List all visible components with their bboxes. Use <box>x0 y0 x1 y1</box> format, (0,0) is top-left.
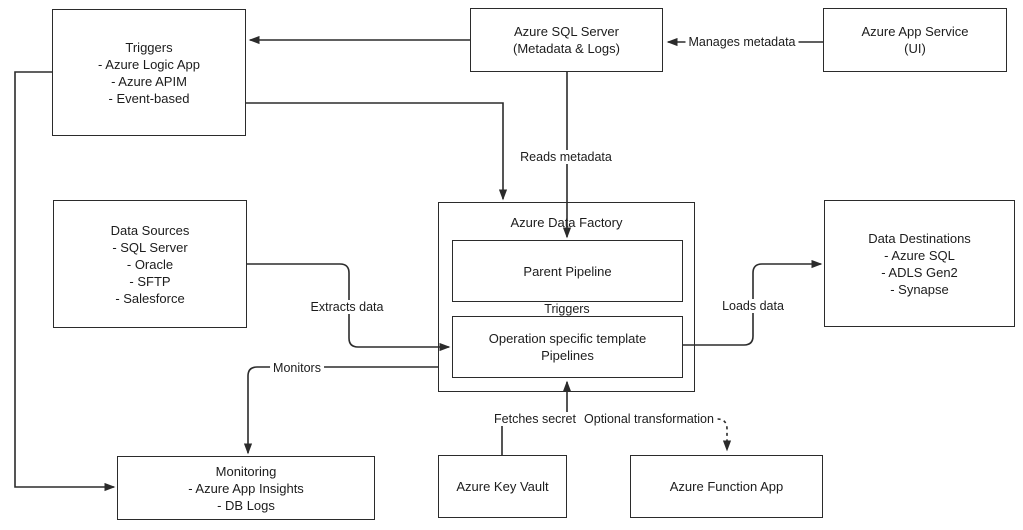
node-triggers: Triggers - Azure Logic App - Azure APIM … <box>52 9 246 136</box>
node-data-destinations-item: - ADLS Gen2 <box>881 264 958 280</box>
node-azure-sql-server: Azure SQL Server (Metadata & Logs) <box>470 8 663 72</box>
node-monitoring: Monitoring - Azure App Insights - DB Log… <box>117 456 375 520</box>
edge-label-optional-transformation: Optional transformation <box>581 412 717 426</box>
node-monitoring-item: - DB Logs <box>217 497 275 513</box>
node-data-destinations-item: - Azure SQL <box>884 247 955 263</box>
node-data-sources-title: Data Sources <box>110 222 190 238</box>
node-data-sources-item: - SQL Server <box>112 239 188 255</box>
node-azure-sql-server-title: Azure SQL Server <box>513 24 619 39</box>
node-azure-key-vault-title: Azure Key Vault <box>456 479 549 494</box>
edge-label-monitors: Monitors <box>270 361 324 375</box>
node-triggers-item: - Azure APIM <box>111 73 187 89</box>
node-azure-data-factory-title: Azure Data Factory <box>510 215 623 230</box>
node-azure-function-app: Azure Function App <box>630 455 823 518</box>
node-azure-app-service-title: Azure App Service <box>861 24 969 39</box>
node-azure-sql-server-subtitle: (Metadata & Logs) <box>513 41 620 56</box>
node-data-destinations-item: - Synapse <box>890 281 949 297</box>
edge-label-manages-metadata: Manages metadata <box>685 35 799 49</box>
node-data-destinations: Data Destinations - Azure SQL - ADLS Gen… <box>824 200 1015 327</box>
edge-triggers-to-adf <box>246 102 508 201</box>
node-azure-app-service-subtitle: (UI) <box>904 41 926 56</box>
node-data-destinations-title: Data Destinations <box>868 230 971 246</box>
node-parent-pipeline: Parent Pipeline <box>452 240 683 302</box>
node-azure-app-service: Azure App Service (UI) <box>823 8 1007 72</box>
node-template-pipelines: Operation specific template Pipelines <box>452 316 683 378</box>
node-data-sources: Data Sources - SQL Server - Oracle - SFT… <box>53 200 247 328</box>
node-triggers-item: - Event-based <box>108 90 190 106</box>
node-azure-function-app-title: Azure Function App <box>669 479 784 494</box>
node-data-sources-item: - SFTP <box>129 273 171 289</box>
node-monitoring-item: - Azure App Insights <box>188 480 304 496</box>
node-template-pipelines-title: Operation specific template <box>488 331 647 346</box>
edge-label-reads-metadata: Reads metadata <box>517 150 615 164</box>
node-triggers-item: - Azure Logic App <box>98 56 200 72</box>
edge-label-loads-data: Loads data <box>719 299 787 313</box>
node-azure-key-vault: Azure Key Vault <box>438 455 567 518</box>
node-template-pipelines-subtitle: Pipelines <box>541 348 594 363</box>
edge-adf-to-monitoring <box>243 366 438 455</box>
edge-label-extracts-data: Extracts data <box>307 300 387 314</box>
node-parent-pipeline-title: Parent Pipeline <box>523 263 612 279</box>
node-data-sources-item: - Oracle <box>126 256 174 272</box>
node-monitoring-title: Monitoring <box>215 463 277 479</box>
node-triggers-title: Triggers <box>125 39 173 55</box>
node-data-sources-item: - Salesforce <box>115 290 185 306</box>
edge-label-fetches-secret: Fetches secret <box>491 412 579 426</box>
edge-label-triggers: Triggers <box>541 302 593 316</box>
